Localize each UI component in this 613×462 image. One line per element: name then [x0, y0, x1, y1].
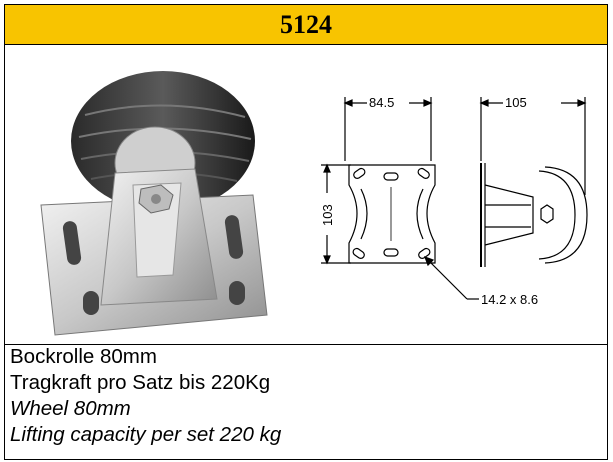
- description-de-line-2: Tragkraft pro Satz bis 220Kg: [10, 371, 271, 394]
- dimension-drawing: [321, 97, 588, 300]
- width-dimension-label: 84.5: [369, 95, 394, 110]
- height-dimension-label: 103: [320, 204, 335, 226]
- castor-photo: [40, 71, 268, 336]
- description-en-line-2: Lifting capacity per set 220 kg: [10, 423, 282, 446]
- product-card: 5124: [4, 4, 608, 460]
- product-code: 5124: [280, 9, 332, 39]
- depth-dimension-label: 105: [505, 95, 527, 110]
- product-description: Bockrolle 80mm Tragkraft pro Satz bis 22…: [10, 344, 600, 448]
- product-image-area: 84.5 105 103 14.2 x 8.6: [5, 45, 607, 345]
- product-code-header: 5124: [5, 5, 607, 45]
- dimension-labels: 84.5 105 103 14.2 x 8.6: [320, 95, 538, 307]
- hole-dimension-label: 14.2 x 8.6: [481, 292, 538, 307]
- description-en-line-1: Wheel 80mm: [10, 397, 131, 420]
- description-de-line-1: Bockrolle 80mm: [10, 345, 157, 368]
- product-illustration: 84.5 105 103 14.2 x 8.6: [40, 71, 588, 336]
